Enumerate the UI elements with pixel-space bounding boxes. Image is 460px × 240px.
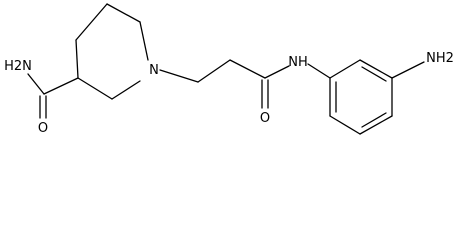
piperidine-ring — [75, 3, 149, 100]
structural-formula: N NH O O H2N NH2 — [4, 3, 454, 136]
bond — [77, 77, 113, 100]
bond — [307, 63, 331, 79]
atom-label: N — [149, 63, 159, 78]
atom-label: H2N — [4, 59, 32, 74]
bond — [27, 73, 45, 95]
atom-label: NH — [288, 55, 308, 70]
aromatic-inner-bond — [361, 112, 387, 128]
bond — [359, 115, 393, 135]
propanamide-linker — [159, 59, 331, 109]
bond — [75, 3, 108, 41]
bond — [359, 59, 393, 79]
aromatic-inner-bond — [361, 66, 387, 82]
bond — [43, 77, 79, 95]
bond — [391, 61, 425, 79]
bond — [264, 65, 290, 79]
atom-label: O — [260, 111, 270, 126]
bond — [197, 59, 231, 83]
carboxamide-group — [27, 73, 79, 119]
atom-label: NH2 — [426, 51, 454, 66]
bond — [329, 115, 361, 135]
bond — [139, 21, 149, 61]
benzene-ring — [329, 59, 425, 135]
bond — [329, 59, 361, 79]
bond — [75, 39, 79, 79]
bond — [111, 80, 141, 100]
atom-label: O — [38, 121, 48, 136]
bond — [159, 69, 199, 83]
bond — [229, 59, 266, 79]
bond — [106, 3, 141, 23]
